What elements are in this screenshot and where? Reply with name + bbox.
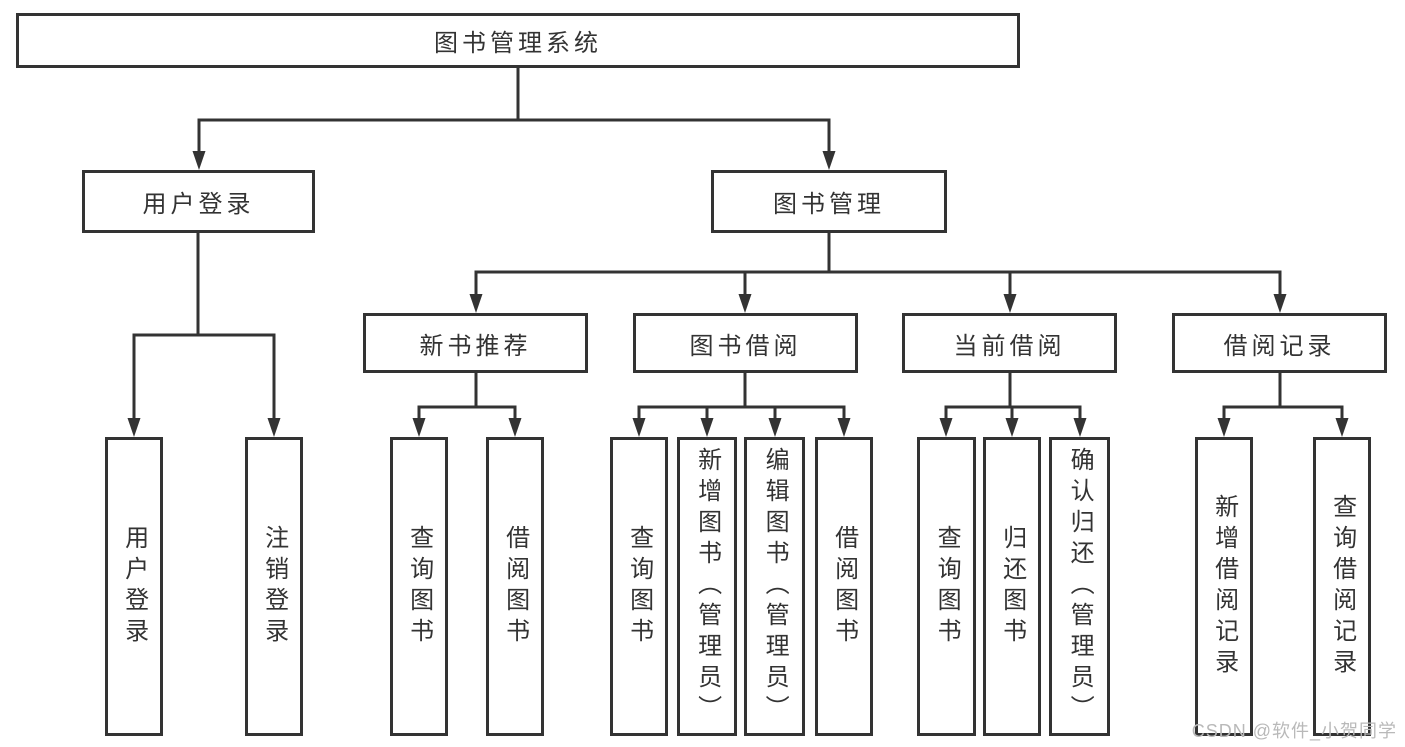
node-label: 新书推荐	[419, 332, 532, 360]
node-label: 当前借阅	[953, 332, 1066, 360]
node-label: 新增图书（管理员）	[693, 447, 721, 726]
node-label: 查询借阅记录	[1328, 493, 1356, 680]
leaf-logout: 注销登录	[245, 437, 303, 736]
node-library-management-system: 图书管理系统	[16, 13, 1020, 68]
node-label: 查询图书	[933, 524, 961, 649]
leaf-recommend-borrow-books: 借阅图书	[486, 437, 544, 736]
leaf-borrow-add-books-admin: 新增图书（管理员）	[677, 437, 737, 736]
leaf-current-return-books: 归还图书	[983, 437, 1041, 736]
leaf-recommend-query-books: 查询图书	[390, 437, 448, 736]
csdn-watermark: CSDN @软件_小贺同学	[1191, 721, 1397, 741]
node-label: 用户登录	[120, 524, 148, 649]
node-label: 借阅记录	[1223, 332, 1336, 360]
node-book-borrow: 图书借阅	[633, 313, 858, 373]
node-label: 编辑图书（管理员）	[761, 447, 789, 726]
arrowheads	[127, 151, 1349, 437]
node-book-management: 图书管理	[711, 170, 947, 233]
node-label: 用户登录	[142, 191, 255, 218]
node-label: 查询图书	[405, 524, 433, 649]
leaf-borrow-borrow-books: 借阅图书	[815, 437, 873, 736]
node-current-borrow: 当前借阅	[902, 313, 1117, 373]
node-label: 归还图书	[998, 524, 1026, 649]
node-label: 图书借阅	[689, 332, 802, 360]
node-label: 图书管理系统	[434, 30, 602, 57]
node-label: 查询图书	[625, 524, 653, 649]
leaf-records-query-record: 查询借阅记录	[1313, 437, 1371, 736]
leaf-user-login: 用户登录	[105, 437, 163, 736]
node-user-login: 用户登录	[82, 170, 315, 233]
node-label: 借阅图书	[501, 524, 529, 649]
node-new-book-recommend: 新书推荐	[363, 313, 588, 373]
leaf-borrow-query-books: 查询图书	[610, 437, 668, 736]
node-label: 借阅图书	[830, 524, 858, 649]
leaf-current-confirm-return-admin: 确认归还（管理员）	[1049, 437, 1110, 736]
node-label: 确认归还（管理员）	[1066, 447, 1094, 726]
leaf-records-add-record: 新增借阅记录	[1195, 437, 1253, 736]
node-borrow-records: 借阅记录	[1172, 313, 1387, 373]
leaf-current-query-books: 查询图书	[917, 437, 976, 736]
node-label: 新增借阅记录	[1210, 493, 1238, 680]
node-label: 图书管理	[773, 191, 885, 218]
node-label: 注销登录	[260, 524, 288, 649]
leaf-borrow-edit-books-admin: 编辑图书（管理员）	[744, 437, 805, 736]
